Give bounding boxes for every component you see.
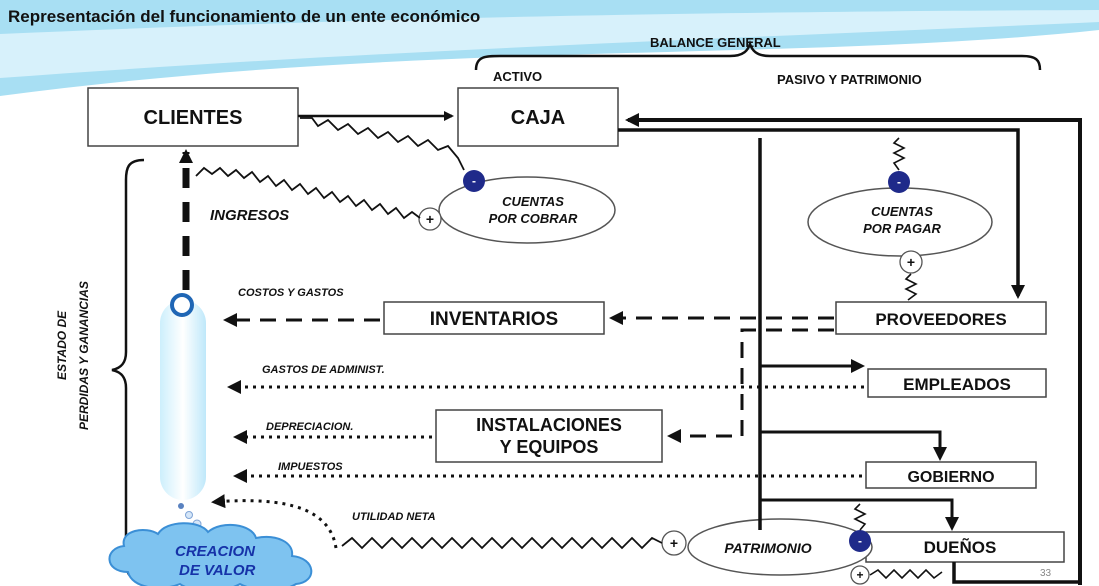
header-band-light [0,10,1099,78]
utilidad-neta-label: UTILIDAD NETA [352,511,436,523]
cxp-label-2: POR PAGAR [863,221,941,236]
cxc-label-1: CUENTAS [502,194,564,209]
zigzag-cxp-top [892,137,906,171]
caja-proveedores-line [618,128,1025,299]
estado-label-2: PERDIDAS Y GANANCIAS [77,281,91,430]
plus-text: + [670,535,678,551]
plus-sign-cxc [418,207,442,231]
instalaciones-label-2: Y EQUIPOS [500,437,599,457]
plus-sign-cxp [899,250,923,274]
bubble [185,511,193,519]
cuentas-por-cobrar-oval [438,176,616,244]
plus-text: + [426,211,434,227]
ingresos-label: INGRESOS [210,207,289,224]
proveedores-label: PROVEEDORES [875,310,1006,329]
zigzag-duenos-top [853,503,867,531]
gobierno-label: GOBIERNO [907,469,994,486]
zigzag-clientes-cxc [300,117,465,171]
proveedores-instalaciones-dashed [667,328,834,443]
plus-text: + [856,568,863,582]
creacion-cloud [108,522,313,586]
estado-brace [111,158,145,582]
tube-top-ring [170,293,194,317]
minus-text: - [897,175,901,189]
outer-return-loop [625,113,1082,585]
inventarios-box [383,301,605,335]
pl-tube [160,300,206,500]
duenos-label: DUEÑOS [924,537,997,557]
empleados-label: EMPLEADOS [903,375,1011,394]
gastos-admin-label: GASTOS DE ADMINIST. [262,364,385,376]
duenos-box [865,531,1065,563]
page-title: Representación del funcionamiento de un … [8,7,480,26]
patrimonio-label: PATRIMONIO [724,540,811,556]
balance-brace [474,40,1042,71]
instalaciones-label-1: INSTALACIONES [476,415,622,435]
minus-sign-cxp [888,171,910,193]
proveedores-box [835,301,1047,335]
gobierno-box [865,461,1037,489]
creacion-label-1: CREACION [175,543,256,560]
pasivo-patrimonio-label: PASIVO Y PATRIMONIO [777,72,922,87]
plus-text: + [907,254,915,270]
minus-sign-patrimonio [849,530,871,552]
zigzag-cxc-ingresos [195,166,421,220]
estado-label-1: ESTADO DE [55,310,69,380]
zigzag-utilidad [341,536,663,550]
duenos-caja-return [952,562,1080,584]
minus-sign-cxc [463,170,485,192]
costos-gastos-label: COSTOS Y GASTOS [238,287,344,299]
minus-text: - [858,534,862,548]
page-number: 33 [1040,568,1052,579]
inventarios-label: INVENTARIOS [430,309,558,330]
caja-box [457,87,619,147]
depreciacion-label: DEPRECIACION. [266,421,353,433]
caja-label: CAJA [511,107,565,129]
empleados-box [867,368,1047,398]
plus-sign-bottom [850,565,870,585]
patrimonio-oval [687,518,873,576]
impuestos-label: IMPUESTOS [278,461,343,473]
clientes-label: CLIENTES [144,107,243,129]
zigzag-bottom [869,568,943,580]
trunk-gobierno-arrow [760,430,947,461]
creacion-label-2: DE VALOR [179,562,256,579]
zigzag-cxp-bottom [904,273,918,301]
cxc-label-2: POR COBRAR [489,211,578,226]
bubble [178,503,184,509]
activo-label: ACTIVO [493,69,542,84]
balance-general-label: BALANCE GENERAL [650,35,781,50]
trunk-duenos-arrow [760,498,959,531]
minus-text: - [472,174,476,188]
instalaciones-box [435,409,663,463]
cxp-label-1: CUENTAS [871,204,933,219]
